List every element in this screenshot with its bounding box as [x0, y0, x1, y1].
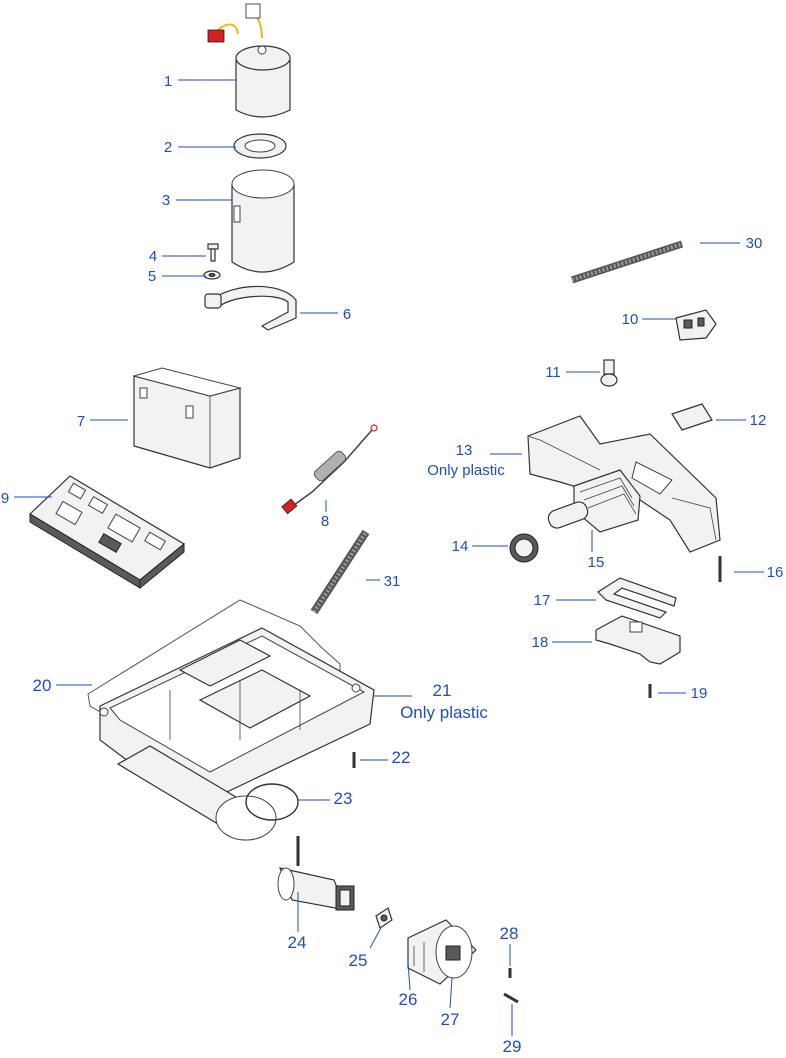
callout-13: 13	[456, 442, 473, 459]
callout-2: 2	[164, 139, 172, 156]
part-5-washer	[203, 270, 221, 280]
callout-22: 22	[392, 748, 411, 767]
callout-20: 20	[33, 676, 52, 695]
part-12-plate	[671, 403, 713, 431]
part-17-bracket	[597, 577, 677, 619]
part-8-wire-lead	[281, 424, 378, 515]
callout-10: 10	[622, 311, 639, 328]
part-25-washer	[375, 907, 393, 929]
part-14-gear-nut	[509, 533, 539, 563]
callout-24: 24	[288, 933, 307, 952]
callout-12: 12	[750, 412, 767, 429]
callout-8: 8	[321, 513, 329, 530]
callout-6: 6	[343, 306, 351, 323]
callout-11: 11	[545, 364, 561, 381]
part-26-27-drum	[407, 919, 477, 985]
callout-30: 30	[746, 235, 763, 252]
part-24-motor	[277, 836, 355, 911]
part-3-cylinder-housing	[231, 169, 295, 273]
callout-23: 23	[334, 789, 353, 808]
callout-31: 31	[384, 573, 401, 590]
callout-28: 28	[500, 924, 519, 943]
part-7-battery-box	[132, 367, 242, 469]
callout-16: 16	[767, 564, 784, 581]
callout-1: 1	[164, 73, 172, 90]
part-9-circuit-board	[29, 475, 186, 590]
part-18-mount	[595, 615, 681, 665]
callout-19: 19	[691, 685, 708, 702]
callout-14: 14	[452, 538, 469, 555]
callout-27: 27	[441, 1010, 460, 1029]
callout-3: 3	[162, 192, 170, 209]
callout-21: 21	[433, 681, 452, 700]
part-10-switch	[675, 309, 717, 341]
leader-lines	[14, 79, 764, 1036]
part-4-screw	[207, 243, 219, 262]
callout-5: 5	[148, 268, 156, 285]
part-11-plug	[600, 359, 618, 387]
part-30-spring	[570, 240, 684, 284]
callout-7: 7	[77, 413, 85, 430]
callout-25: 25	[349, 951, 368, 970]
callout-labels: 1 2 3 4 5 6 7 8 9 10 11 12 13 Only plast…	[1, 73, 784, 1056]
part-29-pin	[503, 992, 519, 1004]
callout-9: 9	[1, 490, 9, 507]
part-31-spring	[310, 529, 370, 615]
callout-26: 26	[399, 990, 418, 1009]
part-1-motor-unit	[207, 3, 291, 118]
part-2-gasket	[233, 133, 287, 159]
part-23-ring	[116, 745, 299, 841]
part-6-strap-clamp	[204, 285, 297, 331]
part-15-gearbox	[547, 469, 641, 533]
note-13-only-plastic: Only plastic	[427, 462, 505, 479]
callout-18: 18	[532, 634, 549, 651]
note-21-only-plastic: Only plastic	[400, 703, 488, 722]
callout-17: 17	[534, 592, 551, 609]
callout-4: 4	[149, 248, 157, 265]
callout-29: 29	[503, 1037, 522, 1056]
callout-15: 15	[588, 554, 605, 571]
